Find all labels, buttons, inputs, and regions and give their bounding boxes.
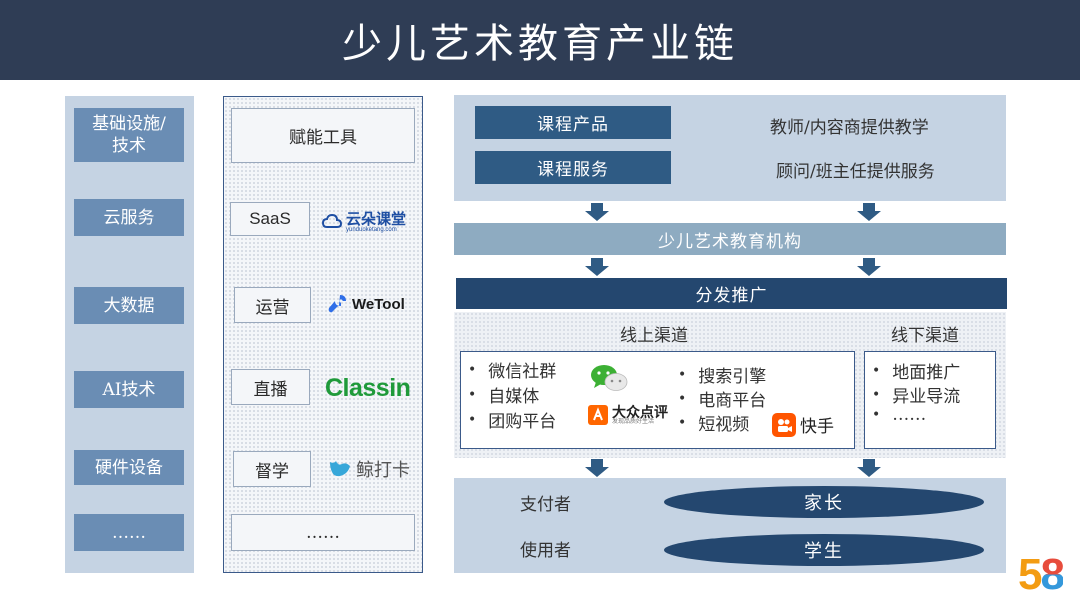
page-title: 少儿艺术教育产业链 — [342, 21, 738, 67]
list-item: •电商平台 — [678, 390, 767, 412]
infra-item-more: …… — [74, 514, 184, 551]
list-item: •异业导流 — [872, 386, 961, 408]
classin-logo-text: Classin — [325, 373, 411, 402]
list-item: •…… — [872, 405, 927, 425]
tools-header: 赋能工具 — [231, 108, 415, 163]
yunduo-logo: 云朵课堂 yunduoketang.com — [322, 204, 412, 240]
kuaishou-logo-text: 快手 — [800, 417, 834, 436]
course-product-desc: 教师/内容商提供教学 — [770, 118, 929, 138]
list-item: •自媒体 — [468, 386, 540, 408]
course-product-bar: 课程产品 — [475, 106, 671, 139]
infra-item-hardware: 硬件设备 — [74, 450, 184, 485]
list-item: •地面推广 — [872, 362, 961, 384]
brand-58-logo: 58 — [1018, 550, 1065, 599]
yunduo-logo-text: 云朵课堂 — [346, 210, 407, 228]
kuaishou-icon — [772, 412, 796, 437]
infra-item-cloud: 云服务 — [74, 199, 184, 236]
list-item: •短视频 — [678, 414, 750, 436]
arrow-down-icon — [585, 459, 609, 477]
arrow-down-icon — [857, 203, 881, 221]
yunduo-logo-sub: yunduoketang.com — [346, 226, 397, 233]
infrastructure-panel — [65, 96, 194, 573]
tool-label-supervision: 督学 — [233, 451, 311, 487]
brand-digit-8: 8 — [1040, 550, 1065, 599]
infra-item-bigdata: 大数据 — [74, 287, 184, 324]
arrow-down-icon — [585, 258, 609, 276]
tools-panel — [223, 96, 423, 573]
tool-label-saas: SaaS — [230, 202, 310, 236]
classin-logo: Classin — [325, 370, 415, 406]
arrow-down-icon — [857, 459, 881, 477]
wetool-logo: WeTool — [326, 288, 416, 320]
course-service-desc: 顾问/班主任提供服务 — [776, 162, 935, 182]
dianping-icon — [588, 405, 608, 425]
user-value: 学生 — [664, 534, 984, 566]
wrench-icon — [328, 295, 346, 313]
jingdaka-logo-text: 鲸打卡 — [356, 460, 410, 480]
institution-bar: 少儿艺术教育机构 — [454, 223, 1006, 255]
wetool-logo-text: WeTool — [352, 295, 405, 313]
infrastructure-header: 基础设施/ 技术 — [74, 108, 184, 162]
dianping-logo-text: 大众点评 — [612, 404, 668, 420]
kuaishou-logo: 快手 — [772, 412, 834, 437]
arrow-down-icon — [857, 258, 881, 276]
payer-value: 家长 — [664, 486, 984, 518]
brand-digit-5: 5 — [1018, 550, 1043, 599]
title-bar: 少儿艺术教育产业链 — [0, 0, 1080, 80]
online-channel-title: 线上渠道 — [620, 326, 688, 346]
list-item: •团购平台 — [468, 411, 557, 433]
tool-label-operations: 运营 — [234, 287, 311, 323]
tools-more: …… — [231, 514, 415, 551]
dianping-logo-sub: 发现品质好生活 — [612, 419, 655, 425]
distribution-bar: 分发推广 — [456, 278, 1007, 309]
list-item: •搜索引擎 — [678, 366, 767, 388]
cloud-icon — [322, 213, 342, 228]
tool-label-live: 直播 — [231, 369, 310, 405]
whale-icon — [330, 461, 350, 477]
jingdaka-logo: 鲸打卡 — [328, 451, 418, 487]
offline-channel-title: 线下渠道 — [891, 326, 959, 346]
offline-channel-box — [864, 351, 996, 449]
list-item: •微信社群 — [468, 361, 557, 383]
payer-label: 支付者 — [520, 495, 571, 515]
arrow-down-icon — [585, 203, 609, 221]
dianping-logo: 大众点评 发现品质好生活 — [588, 405, 668, 425]
course-service-bar: 课程服务 — [475, 151, 671, 184]
wechat-icon — [590, 363, 628, 397]
infra-item-ai: AI技术 — [74, 371, 184, 408]
user-label: 使用者 — [520, 541, 571, 561]
